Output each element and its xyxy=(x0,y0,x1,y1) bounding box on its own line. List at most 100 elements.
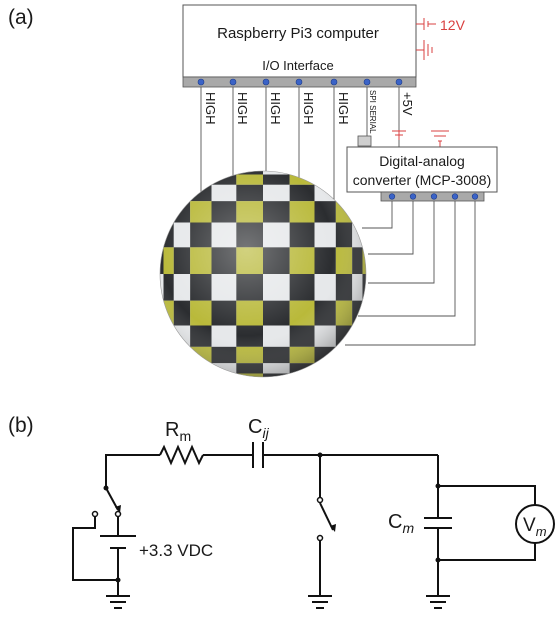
gpio-pin xyxy=(330,78,338,86)
sensor-cell xyxy=(314,171,336,175)
panel-b-label: (b) xyxy=(8,414,34,437)
sensor-cell xyxy=(362,325,366,347)
sensor-cell xyxy=(314,363,336,374)
source-switch xyxy=(91,485,122,518)
sensor-cell xyxy=(352,201,363,223)
pin-labels: HIGH HIGH HIGH HIGH HIGH SPI SERIAL +5V xyxy=(203,90,415,134)
sensor-cell xyxy=(163,346,174,364)
ground-right xyxy=(426,595,450,609)
junction xyxy=(115,577,121,583)
sensor-cell xyxy=(173,174,191,185)
sensor-cell xyxy=(160,184,164,202)
gpio-pin xyxy=(395,78,403,86)
supply-12v-symbol xyxy=(416,18,436,60)
dc-source xyxy=(72,516,136,596)
sensor-cell xyxy=(160,300,164,326)
gpio-wires xyxy=(200,87,400,205)
sensor-cell xyxy=(163,171,174,175)
sensor-cell xyxy=(289,373,315,377)
sensor-cell xyxy=(173,184,191,202)
sensor-cell xyxy=(160,171,164,175)
gpio-pin xyxy=(229,78,237,86)
pin-label-5v: +5V xyxy=(400,92,415,116)
sensor-cell xyxy=(160,373,164,377)
sensor-cell xyxy=(163,363,174,374)
sensor-cell xyxy=(335,363,353,374)
sensor-cell xyxy=(190,373,212,377)
sensor-cell xyxy=(163,174,174,185)
sensor-cell xyxy=(211,373,237,377)
resistor-rm xyxy=(159,444,204,466)
sensor-cell xyxy=(160,174,164,185)
sensor-cell xyxy=(173,346,191,364)
sensor-cell xyxy=(314,174,336,185)
sensor-cell xyxy=(314,373,336,377)
sensor-cell xyxy=(160,325,164,347)
ground-middle xyxy=(308,595,332,609)
sensor-cell xyxy=(173,171,191,175)
pin-label: HIGH xyxy=(203,92,218,125)
capacitor-label: Cij xyxy=(248,416,270,441)
pin-label-spi: SPI SERIAL xyxy=(368,90,377,134)
sensor-cell xyxy=(163,201,174,223)
voltmeter xyxy=(515,504,555,544)
panel-a-label: (a) xyxy=(8,6,34,29)
spi-connector xyxy=(357,135,372,147)
capacitor-cij xyxy=(252,442,264,468)
sensor-cell xyxy=(160,346,164,364)
sensor-cell xyxy=(173,373,191,377)
discharge-switch xyxy=(316,455,336,596)
resistor-label: Rm xyxy=(165,419,191,444)
sensor-cell xyxy=(173,363,191,374)
cm-capacitor xyxy=(424,455,452,596)
adc-pin xyxy=(409,193,417,200)
sensor-cell xyxy=(335,373,353,377)
adc-pin xyxy=(471,193,479,200)
pin-label: HIGH xyxy=(268,92,283,125)
raspberry-pi-box xyxy=(182,4,417,78)
gpio-pin xyxy=(295,78,303,86)
sensor-cell xyxy=(352,346,363,364)
pin-label: HIGH xyxy=(235,92,250,125)
sensor-cell xyxy=(160,222,164,248)
adc-box xyxy=(346,146,498,193)
sensor-cell xyxy=(289,171,315,175)
gpio-pin xyxy=(262,78,270,86)
ground-left xyxy=(106,595,130,609)
sensor-cell xyxy=(163,373,174,377)
sensor-cell xyxy=(190,363,212,374)
sensor-cell xyxy=(362,222,366,248)
top-wire xyxy=(105,454,438,488)
sensor-cell xyxy=(160,201,164,223)
sensor-cell xyxy=(163,184,174,202)
adc-pin xyxy=(388,193,396,200)
gpio-pin xyxy=(363,78,371,86)
adc-label-line2: converter (MCP-3008) xyxy=(353,172,492,188)
computer-title: Raspberry Pi3 computer xyxy=(217,25,379,42)
sensor-cell xyxy=(335,346,353,364)
supply-12v-label: 12V xyxy=(440,17,466,33)
sensor-cell xyxy=(160,363,164,374)
sensor-cell xyxy=(352,373,363,377)
voltmeter-wires xyxy=(438,485,536,561)
sensor-cell xyxy=(352,325,363,347)
sensor-cell xyxy=(362,363,366,374)
gpio-pins xyxy=(197,78,403,86)
sensor-cell xyxy=(362,346,366,364)
cm-label: Cm xyxy=(388,511,414,536)
source-label: +3.3 VDC xyxy=(139,541,213,560)
adc-wires xyxy=(345,201,476,346)
adc-pins xyxy=(388,193,479,200)
voltmeter-label: Vm xyxy=(523,515,547,539)
spherical-sensor xyxy=(159,170,367,378)
gpio-pin xyxy=(197,78,205,86)
sensor-cell xyxy=(362,201,366,223)
pin-label: HIGH xyxy=(301,92,316,125)
io-interface-label: I/O Interface xyxy=(262,58,334,73)
adc-label-line1: Digital-analog xyxy=(379,153,465,169)
sensor-cell xyxy=(352,363,363,374)
adc-pin xyxy=(451,193,459,200)
sensor-cell xyxy=(163,325,174,347)
sensor-cell xyxy=(362,300,366,326)
